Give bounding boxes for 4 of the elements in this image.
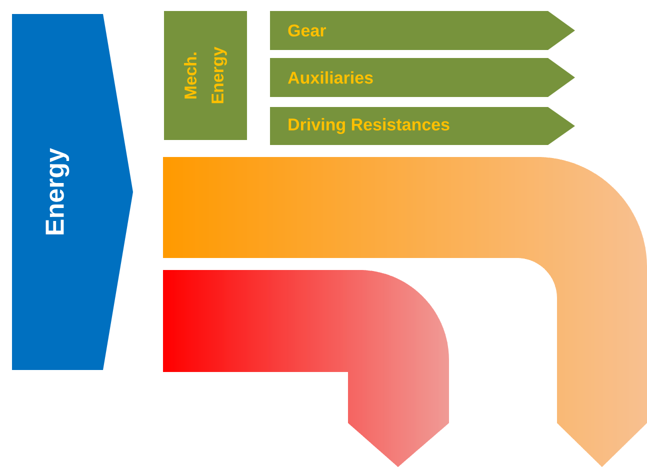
chevron-box: Driving Resistances	[270, 107, 575, 145]
category-box: Mech. Energy	[164, 11, 247, 140]
chevron-box: Gear	[270, 11, 575, 50]
chevron-box: Auxiliaries	[270, 58, 575, 97]
